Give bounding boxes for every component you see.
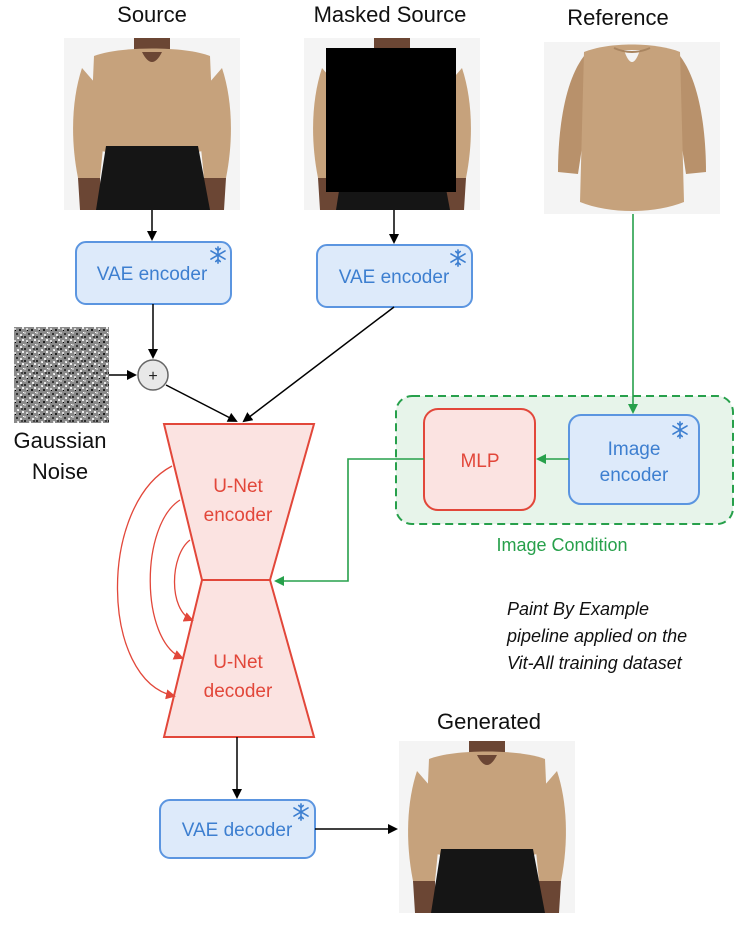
arrow-plus-to-unet <box>165 384 238 422</box>
image-encoder-label-line1: Image <box>608 439 661 460</box>
unet-decoder-label-line2: decoder <box>204 681 273 702</box>
arrow-mlp-to-unet <box>274 458 424 586</box>
vae-decoder-label: VAE decoder <box>182 820 293 841</box>
unet-encoder-label-line1: U-Net <box>213 476 263 497</box>
gaussian-noise-label-line1: Gaussian <box>14 428 107 453</box>
reference-image <box>544 42 720 214</box>
mlp-label: MLP <box>460 451 499 472</box>
gaussian-noise-label-line2: Noise <box>32 459 88 484</box>
vae-encoder-label-2: VAE encoder <box>339 267 450 288</box>
add-operator <box>137 359 169 391</box>
masked-source-image <box>304 38 480 210</box>
image-condition-label: Image Condition <box>496 535 627 555</box>
note-line1: Paint By Example <box>507 599 649 619</box>
title-masked-source: Masked Source <box>314 2 467 27</box>
note-line2: pipeline applied on the <box>506 626 687 646</box>
title-source: Source <box>117 2 187 27</box>
unet-encoder-shape <box>162 423 316 581</box>
unet-decoder-label-line1: U-Net <box>213 652 263 673</box>
source-image <box>64 38 240 210</box>
arrow-vae2-to-unet <box>242 306 395 423</box>
skip-connections <box>116 465 194 700</box>
vae-encoder-label-1: VAE encoder <box>97 264 208 285</box>
mask-region <box>326 48 456 192</box>
gaussian-noise-image <box>14 327 109 423</box>
add-operator-symbol: + <box>148 368 157 385</box>
note-line3: Vit-All training dataset <box>507 653 683 673</box>
title-reference: Reference <box>567 5 669 30</box>
unet-encoder-label-line2: encoder <box>204 505 273 526</box>
vae-encoder-box-2 <box>316 244 473 308</box>
unet-decoder-shape <box>162 579 316 738</box>
generated-image <box>399 741 575 913</box>
green-arrows <box>274 214 638 586</box>
image-encoder-label-line2: encoder <box>600 465 669 486</box>
title-generated: Generated <box>437 709 541 734</box>
black-arrows <box>109 210 399 834</box>
